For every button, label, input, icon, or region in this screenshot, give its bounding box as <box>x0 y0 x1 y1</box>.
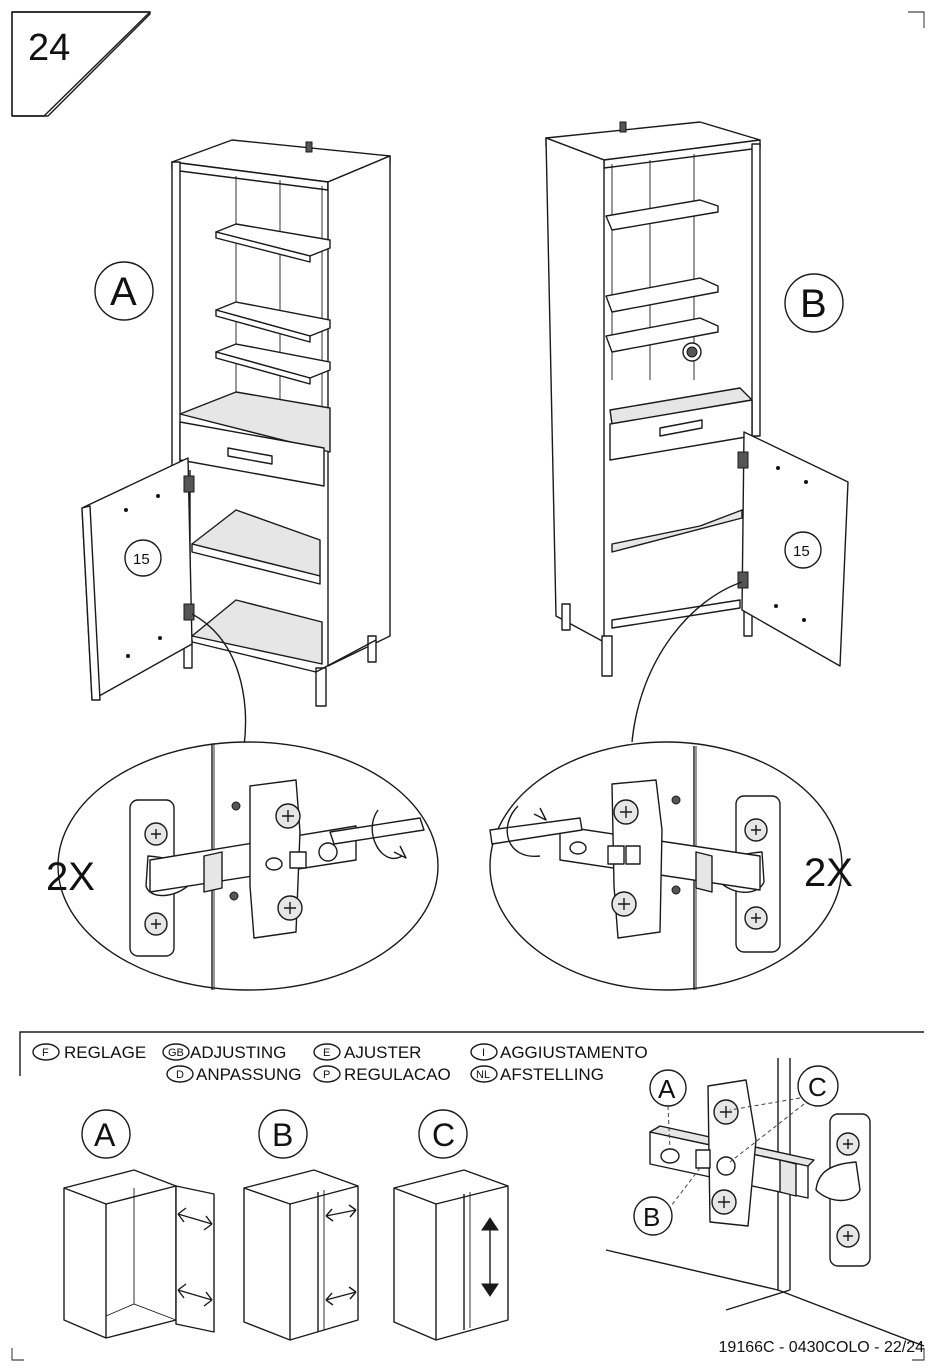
part-number-b: 15 <box>793 543 810 560</box>
step-badge: 24 <box>12 12 150 116</box>
variant-b-label: B <box>800 282 827 326</box>
svg-text:C: C <box>432 1117 455 1153</box>
hinge-label-b: B <box>643 1202 660 1232</box>
cross-screw-icon <box>278 896 302 920</box>
hinge-detail-right: 2X <box>490 742 853 990</box>
svg-text:B: B <box>272 1117 293 1153</box>
step-number: 24 <box>28 27 70 69</box>
legend-item-reglage: REGLAGE <box>64 1043 146 1062</box>
legend-item-adjusting: ADJUSTING <box>190 1043 286 1062</box>
cross-screw-icon <box>614 800 638 824</box>
cross-screw-icon <box>712 1190 736 1214</box>
hinge-label-a: A <box>658 1074 676 1104</box>
svg-text:GB: GB <box>168 1047 184 1059</box>
cross-screw-icon <box>612 892 636 916</box>
legend-box: F REGLAGE GB ADJUSTING E AJUSTER I AGGIU… <box>20 1032 924 1084</box>
part-number-a: 15 <box>133 551 150 568</box>
adjustment-c: C <box>394 1110 508 1340</box>
svg-text:P: P <box>323 1069 330 1081</box>
multiplier-right: 2X <box>804 851 853 895</box>
cabinet-a: 15 <box>82 140 390 706</box>
cross-screw-icon <box>145 823 167 845</box>
svg-text:F: F <box>42 1047 49 1059</box>
cabinet-b: 15 <box>546 122 848 676</box>
legend-item-afstelling: AFSTELLING <box>500 1065 604 1084</box>
adjustment-a: A <box>64 1110 214 1338</box>
svg-text:E: E <box>323 1047 330 1059</box>
hinge-detail-left: 2X <box>46 742 438 990</box>
cross-screw-icon <box>145 913 167 935</box>
legend-item-aggiustamento: AGGIUSTAMENTO <box>500 1043 648 1062</box>
variant-a-label: A <box>110 270 137 314</box>
cross-screw-icon <box>837 1133 859 1155</box>
cross-screw-icon <box>276 804 300 828</box>
cross-screw-icon <box>745 819 767 841</box>
svg-text:A: A <box>94 1117 116 1153</box>
cross-screw-icon <box>714 1100 738 1124</box>
svg-text:I: I <box>482 1047 485 1059</box>
document-code: 19166C - 0430COLO - 22/24 <box>719 1339 925 1356</box>
multiplier-left: 2X <box>46 855 95 899</box>
hinge-label-c: C <box>808 1072 827 1102</box>
cross-screw-icon <box>837 1225 859 1247</box>
cross-screw-icon <box>745 907 767 929</box>
svg-text:NL: NL <box>476 1069 490 1081</box>
svg-text:D: D <box>176 1069 184 1081</box>
legend-item-ajuster: AJUSTER <box>344 1043 421 1062</box>
legend-item-regulacao: REGULACAO <box>344 1065 451 1084</box>
legend-item-anpassung: ANPASSUNG <box>196 1065 302 1084</box>
adjustment-b: B <box>244 1110 358 1340</box>
hinge-adjust-detail: A C B <box>606 1058 924 1346</box>
